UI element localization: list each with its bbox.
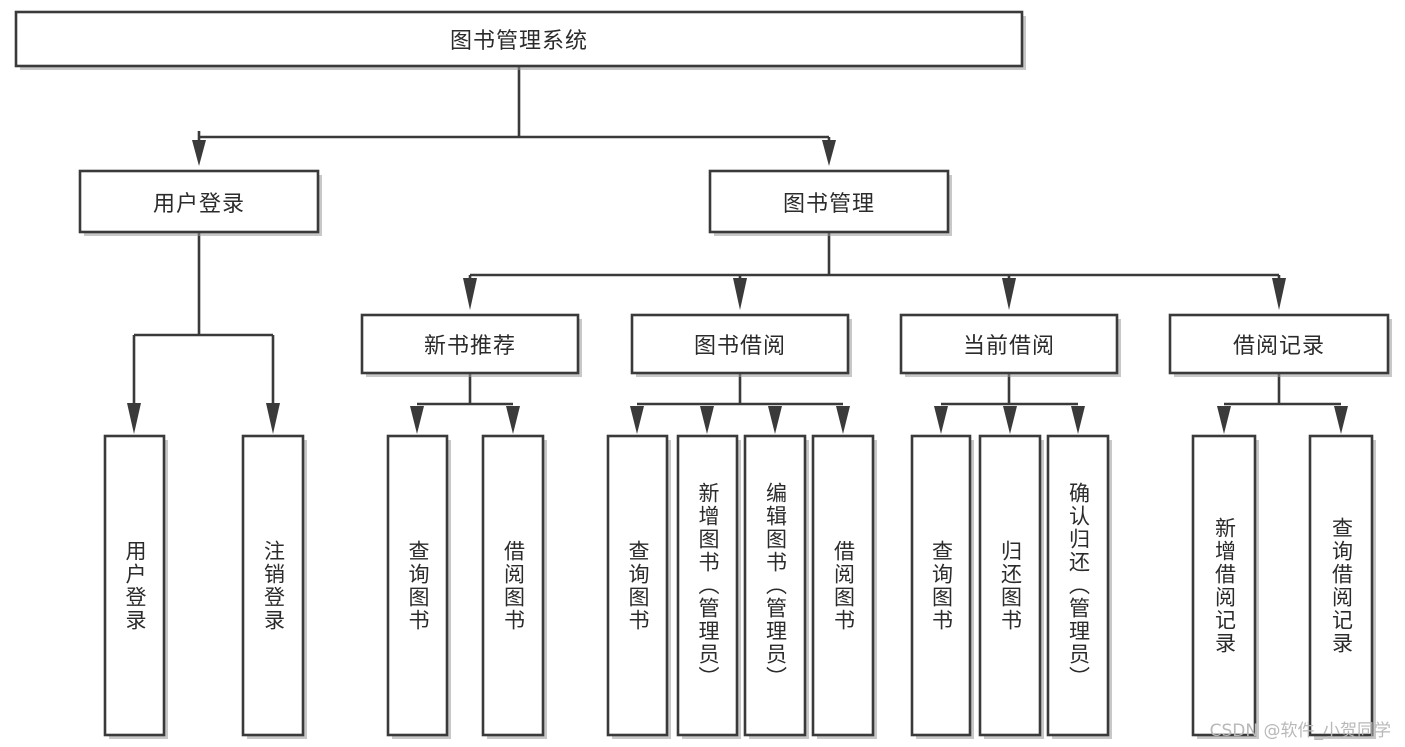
arrow-to-borrow-record [1272, 278, 1286, 310]
arrow-leaf-user-login [127, 403, 141, 434]
book-borrow-box[interactable] [630, 313, 850, 375]
arrow-leaf-query-book-1 [410, 406, 424, 434]
node-current-borrow[interactable] [899, 313, 1121, 377]
leaf-12-box[interactable] [1308, 434, 1374, 737]
leaf-7-box[interactable] [811, 434, 875, 737]
node-new-book-recommend[interactable] [360, 313, 582, 377]
arrow-leaf-edit-book [768, 406, 782, 434]
borrow-record-box[interactable] [1168, 313, 1390, 375]
node-leaf-add-record[interactable] [1191, 434, 1259, 739]
node-leaf-confirm-return[interactable] [1046, 434, 1112, 739]
edge-group-newbook-to-leaves [410, 374, 520, 434]
leaf-5-box[interactable] [676, 434, 739, 737]
node-leaf-query-book-1[interactable] [386, 434, 451, 739]
node-leaf-query-book-3[interactable] [910, 434, 974, 739]
leaf-6-box[interactable] [743, 434, 807, 737]
node-leaf-borrow-book-2[interactable] [811, 434, 877, 739]
node-leaf-query-book-2[interactable] [606, 434, 671, 739]
edge-group-borrowrecord-to-leaves [1217, 374, 1348, 434]
node-book-manage[interactable] [708, 169, 952, 236]
new-book-box[interactable] [360, 313, 580, 375]
leaf-4-box[interactable] [606, 434, 669, 737]
leaf-8-box[interactable] [910, 434, 972, 737]
leaf-0-box[interactable] [103, 434, 166, 737]
node-leaf-borrow-book-1[interactable] [481, 434, 547, 739]
book-manage-box[interactable] [708, 169, 950, 234]
arrow-to-current-borrow [1002, 278, 1016, 310]
arrow-to-new-book-rec [463, 278, 477, 310]
arrow-leaf-query-book-3 [934, 406, 948, 434]
edge-group-userlogin-to-leaves [127, 233, 280, 434]
arrow-leaf-query-book-2 [630, 406, 644, 434]
arrow-to-book-borrow [733, 278, 747, 310]
edge-group-currentborrow-to-leaves [934, 374, 1085, 434]
edge-group-bookborrow-to-leaves [630, 374, 850, 434]
leaf-11-box[interactable] [1191, 434, 1257, 737]
leaf-1-box[interactable] [241, 434, 305, 737]
node-leaf-edit-book[interactable] [743, 434, 809, 739]
arrow-leaf-borrow-book-1 [506, 406, 520, 434]
node-book-borrow[interactable] [630, 313, 852, 377]
leaf-2-box[interactable] [386, 434, 449, 737]
node-leaf-user-login[interactable] [103, 434, 168, 739]
root-box[interactable] [14, 10, 1024, 68]
edge-group-bookmanage-to-level3 [463, 233, 1286, 310]
arrow-leaf-confirm-return [1071, 406, 1085, 434]
node-leaf-return-book[interactable] [978, 434, 1044, 739]
arrow-leaf-logout [266, 403, 280, 434]
arrow-leaf-query-record [1334, 406, 1348, 434]
node-root[interactable] [14, 10, 1026, 70]
leaf-3-box[interactable] [481, 434, 545, 737]
node-leaf-query-record[interactable] [1308, 434, 1376, 739]
leaf-9-box[interactable] [978, 434, 1042, 737]
node-leaf-logout[interactable] [241, 434, 307, 739]
arrow-leaf-return-book [1003, 406, 1017, 434]
edge-group-root-to-level2 [192, 66, 836, 166]
leaf-10-box[interactable] [1046, 434, 1110, 737]
node-leaf-add-book[interactable] [676, 434, 741, 739]
node-borrow-record[interactable] [1168, 313, 1392, 377]
arrow-leaf-borrow-book-2 [836, 406, 850, 434]
node-user-login[interactable] [78, 169, 322, 236]
arrow-to-book-manage [822, 140, 836, 166]
arrow-leaf-add-record [1217, 406, 1231, 434]
current-borrow-box[interactable] [899, 313, 1119, 375]
arrow-to-user-login [192, 140, 206, 166]
user-login-box[interactable] [78, 169, 320, 234]
arrow-leaf-add-book [700, 406, 714, 434]
